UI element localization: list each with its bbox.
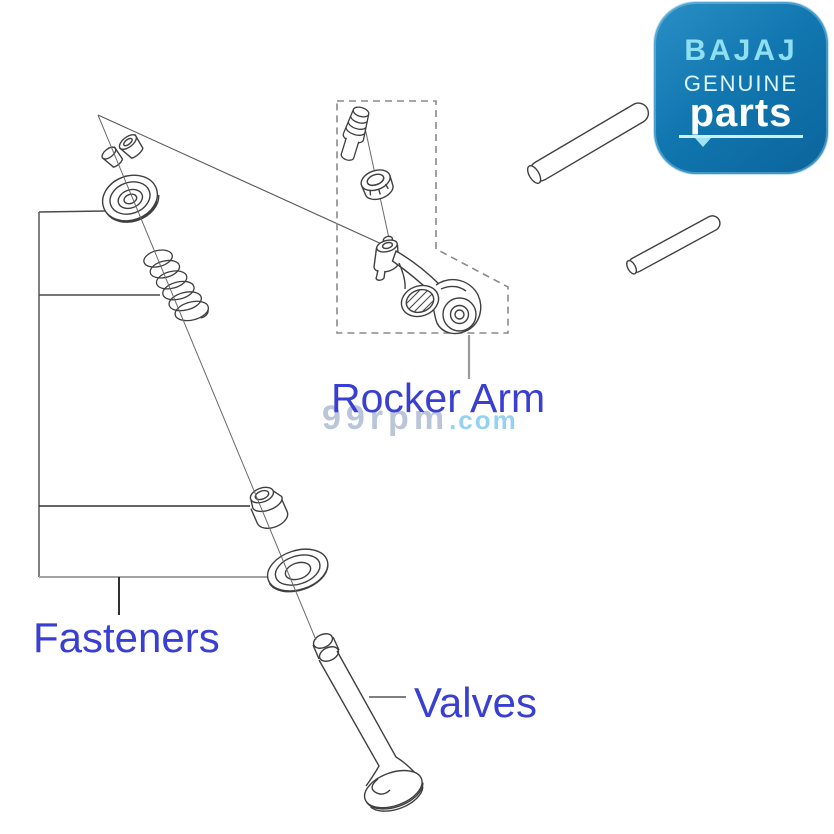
- genuine-text: GENUINE: [683, 71, 799, 96]
- rocker-shaft-short-drawing: [626, 215, 721, 275]
- valve-spring-drawing: [143, 249, 210, 322]
- watermark: 99rpm.com: [322, 399, 518, 438]
- adjuster-nut-drawing: [360, 169, 394, 201]
- parts-text: parts: [689, 91, 793, 135]
- rocker-shaft-long-drawing: [526, 102, 650, 184]
- logo-underline: [679, 135, 803, 147]
- watermark-site: 99rpm: [322, 399, 450, 437]
- down-arrow-icon: [695, 138, 711, 147]
- valve-axis-line: [97, 114, 317, 641]
- bajaj-brand-text: BAJAJ: [684, 34, 798, 67]
- spring-retainer-drawing: [101, 174, 160, 223]
- valve-drawing: [312, 633, 424, 812]
- adjuster-screw-drawing: [340, 106, 370, 161]
- apex-to-rocker-line: [97, 114, 385, 246]
- bajaj-genuine-parts-logo: BAJAJ GENUINE parts: [654, 2, 828, 174]
- spring-seat-drawing: [266, 548, 329, 593]
- rocker-arm-dashed-box: [336, 100, 509, 334]
- rocker-arm-drawing: [373, 235, 482, 335]
- valves-label: Valves: [414, 679, 537, 726]
- valve-cotters-drawing: [101, 134, 144, 168]
- watermark-tld: .com: [449, 405, 518, 435]
- rocker-arm-label: Rocker Arm: [331, 375, 546, 421]
- fasteners-bracket: [38, 210, 270, 578]
- valve-stem-seal-drawing: [249, 486, 289, 529]
- fasteners-label: Fasteners: [33, 614, 220, 661]
